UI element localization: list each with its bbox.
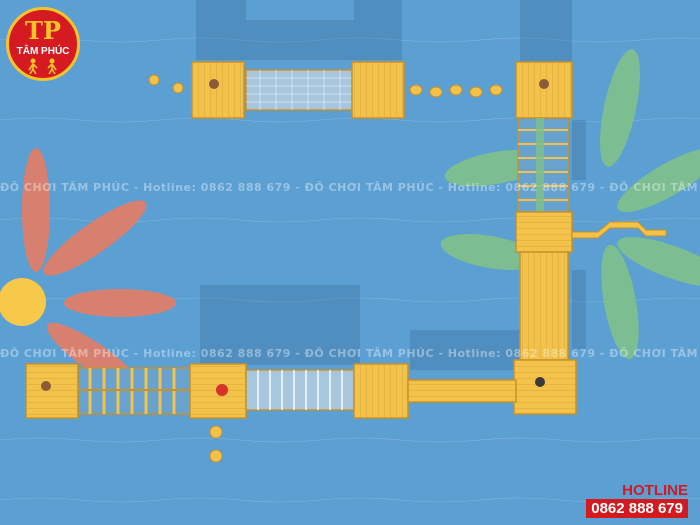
log-stepper <box>409 84 503 98</box>
hotline-number: 0862 888 679 <box>586 499 688 518</box>
platform-bottom-right <box>513 359 577 415</box>
child-figure <box>539 79 549 89</box>
rope-bridge <box>245 369 355 411</box>
bottom-row <box>25 363 517 463</box>
net-bridge <box>245 69 353 111</box>
stepping-post <box>148 74 160 86</box>
platform-bottom-left <box>25 363 79 419</box>
logo-monogram: TP <box>25 16 61 45</box>
brand-logo: TP TÂM PHÚC <box>6 7 80 81</box>
platform-top-middle <box>351 61 405 119</box>
child-figure <box>41 381 51 391</box>
right-column <box>513 117 667 415</box>
child-figure <box>535 377 545 387</box>
sun-center <box>0 278 46 326</box>
logo-name: TÂM PHÚC <box>16 46 70 57</box>
platform-top-left <box>191 61 245 119</box>
top-row <box>148 61 573 119</box>
watermark-line: ĐỒ CHƠI TÂM PHÚC - Hotline: 0862 888 679… <box>0 181 700 194</box>
structure-shadows <box>196 0 586 370</box>
platform-bottom-center <box>353 363 409 419</box>
child-figure <box>209 79 219 89</box>
kids-figures-icon <box>28 58 57 74</box>
watermark-line: ĐỒ CHƠI TÂM PHÚC - Hotline: 0862 888 679… <box>0 347 700 360</box>
hotline-label: HOTLINE <box>622 482 688 499</box>
stepping-post <box>209 425 223 439</box>
platform-right-middle <box>515 211 573 253</box>
platform-top-right <box>515 61 573 119</box>
stepping-post <box>209 449 223 463</box>
log-roller <box>519 251 569 361</box>
stepping-post <box>172 82 184 94</box>
balance-beam <box>407 379 517 403</box>
hotline-badge: HOTLINE 0862 888 679 <box>586 482 688 518</box>
side-walkway <box>571 221 667 239</box>
child-figure <box>216 384 228 396</box>
